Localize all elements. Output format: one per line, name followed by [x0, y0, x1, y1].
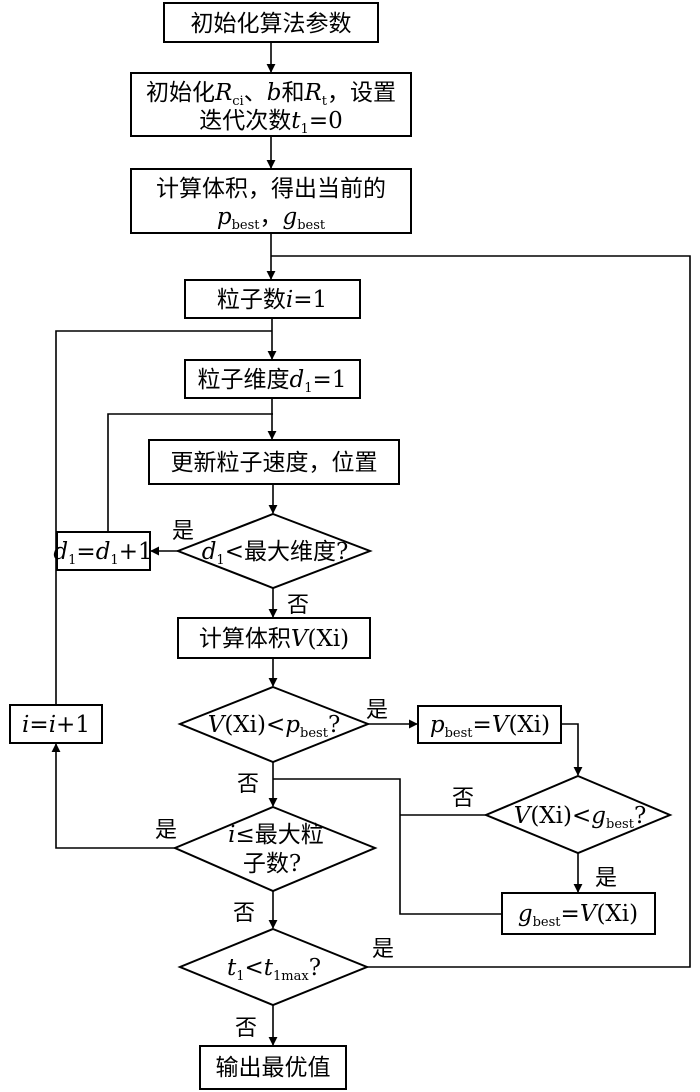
node-gbest-check: V(Xi)<gbest? [483, 774, 673, 855]
node-t-check: t1<t1max? [177, 927, 370, 1007]
node-pbest-set: pbest=V(Xi) [417, 705, 562, 744]
calc-volume-line1: 计算体积，得出当前的 [156, 176, 386, 202]
label-gbest-no: 否 [452, 786, 474, 811]
init-params-label: 初始化算法参数 [191, 11, 352, 37]
label-t-yes: 是 [372, 937, 394, 962]
t-check-label: t1<t1max? [227, 955, 321, 984]
edge-pbest-set-to-gbest-check [561, 723, 583, 776]
calc-vxi-label: 计算体积V(Xi) [199, 626, 349, 652]
node-particle-dim: 粒子维度d1=1 [184, 359, 361, 399]
label-pbest-no: 否 [237, 772, 259, 797]
update-label: 更新粒子速度，位置 [171, 450, 378, 476]
label-dim-no: 否 [287, 593, 309, 618]
output-label: 输出最优值 [216, 1055, 331, 1081]
node-update: 更新粒子速度，位置 [148, 439, 400, 485]
dim-increment-label: d1=d1+1 [53, 539, 152, 568]
edge-gbest-merge [273, 778, 502, 915]
edges [51, 42, 691, 1046]
edge-t-check-yes [271, 255, 691, 968]
edge-i-check-yes [51, 743, 175, 849]
label-i-yes: 是 [155, 818, 177, 843]
gbest-set-label: gbest=V(Xi) [518, 901, 638, 930]
node-init-params: 初始化算法参数 [163, 2, 379, 43]
node-dim-increment: d1=d1+1 [53, 531, 153, 571]
gbest-check-label: V(Xi)<gbest? [514, 803, 647, 832]
init-vars-line1: 初始化Rci、b和Rt，设置 [146, 80, 396, 109]
node-gbest-set: gbest=V(Xi) [501, 892, 656, 935]
calc-volume-line2: pbest，gbest [217, 204, 326, 233]
node-dim-check: d1<最大维度? [175, 512, 373, 590]
i-check-line2: 子数? [243, 851, 301, 877]
node-i-increment: i=i+1 [9, 704, 103, 744]
pbest-check-label: V(Xi)<pbest? [208, 712, 341, 741]
dim-check-label: d1<最大维度? [202, 539, 349, 568]
node-init-vars: 初始化Rci、b和Rt，设置 迭代次数t1=0 [130, 72, 412, 137]
label-t-no: 否 [235, 1016, 257, 1041]
label-pbest-yes: 是 [366, 698, 388, 723]
init-vars-line2: 迭代次数t1=0 [199, 108, 342, 137]
edge-i-increment-loop [55, 330, 272, 705]
particle-count-label: 粒子数i=1 [217, 287, 327, 313]
node-i-check: i≤最大粒 子数? [172, 805, 378, 893]
node-calc-volume: 计算体积，得出当前的 pbest，gbest [130, 168, 412, 234]
edge-labels: 是 否 是 否 否 是 是 否 是 否 [155, 519, 617, 1041]
edge-dim-increment-loop [107, 413, 273, 532]
label-i-no: 否 [233, 901, 255, 926]
label-gbest-yes: 是 [595, 866, 617, 891]
node-output: 输出最优值 [199, 1045, 347, 1090]
node-pbest-check: V(Xi)<pbest? [177, 685, 371, 764]
node-calc-vxi: 计算体积V(Xi) [177, 617, 371, 659]
label-dim-yes: 是 [172, 519, 194, 544]
i-check-line1: i≤最大粒 [228, 822, 324, 848]
i-increment-label: i=i+1 [22, 712, 90, 738]
pbest-set-label: pbest=V(Xi) [430, 712, 550, 741]
particle-dim-label: 粒子维度d1=1 [198, 367, 347, 396]
node-particle-count: 粒子数i=1 [184, 279, 361, 319]
